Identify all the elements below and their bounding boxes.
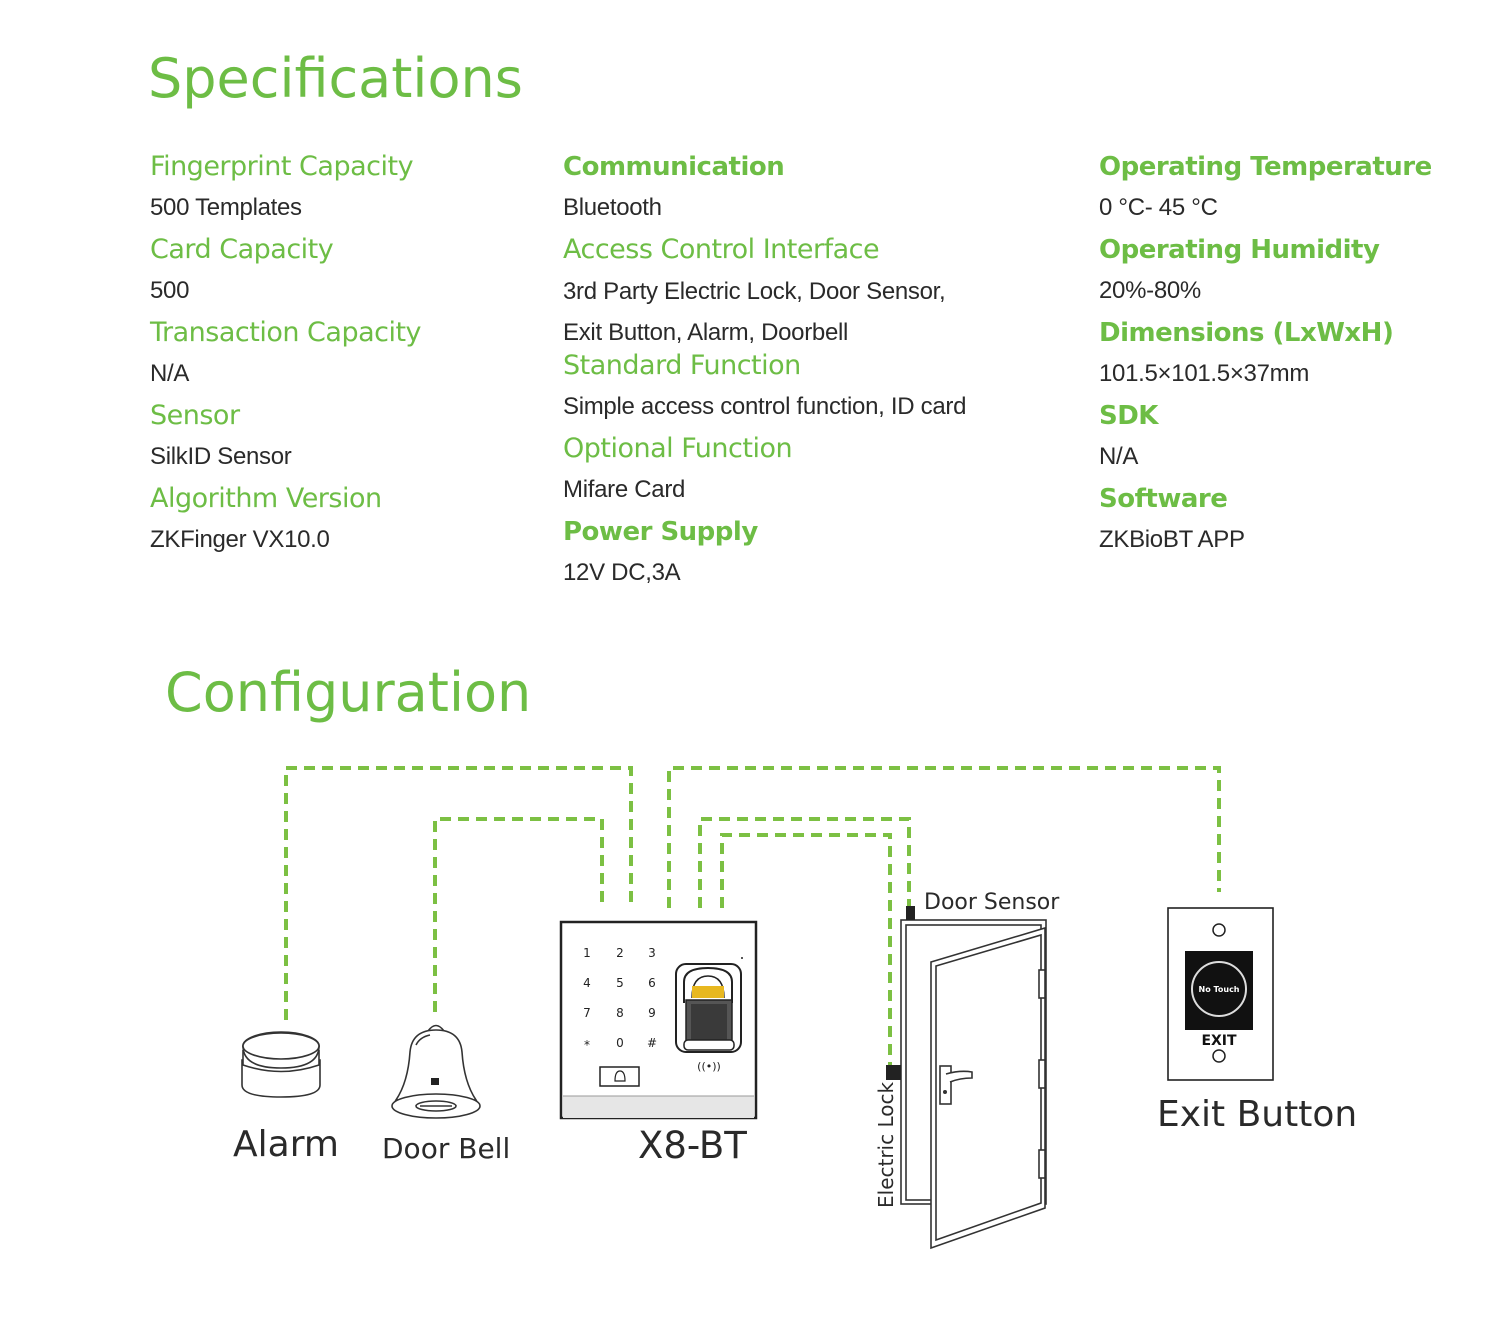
spec-label: Optional Function (563, 433, 793, 464)
spec-value: Mifare Card (563, 476, 686, 503)
nfc-icon: ((•)) (697, 1060, 721, 1073)
spec-label: Standard Function (563, 350, 801, 381)
spec-label: Operating Humidity (1099, 235, 1380, 265)
wiring (284, 766, 1221, 1066)
key: 9 (648, 1006, 656, 1020)
door-sensor-label: Door Sensor (924, 890, 1060, 915)
spec-label: Fingerprint Capacity (150, 151, 414, 182)
alarm-label: Alarm (233, 1124, 339, 1165)
spec-value: 0 °C- 45 °C (1099, 194, 1218, 221)
device-label: X8-BT (638, 1124, 747, 1167)
spec-value: 500 Templates (150, 194, 302, 221)
key: 1 (583, 946, 591, 960)
electric-lock-device (886, 1065, 901, 1080)
exit-button-label: Exit Button (1157, 1094, 1358, 1135)
spec-label: Transaction Capacity (150, 317, 422, 348)
spec-column-1: Fingerprint Capacity 500 Templates Card … (150, 150, 422, 565)
spec-value: N/A (1099, 443, 1139, 470)
spec-value: 12V DC,3A (563, 559, 681, 586)
spec-value: ZKFinger VX10.0 (150, 526, 330, 553)
electric-lock-label: Electric Lock (874, 1082, 898, 1208)
spec-value: 101.5×101.5×37mm (1099, 360, 1310, 387)
doorbell-wire (433, 817, 604, 1012)
key: 6 (648, 976, 656, 990)
door-sensor-device (906, 906, 915, 920)
spec-value: Bluetooth (563, 194, 662, 221)
key: 4 (583, 976, 591, 990)
key: 0 (616, 1036, 624, 1050)
alarm-icon (241, 1031, 321, 1098)
key: # (647, 1036, 657, 1050)
specifications-title: Specifications (148, 47, 523, 110)
spec-value: 20%-80% (1099, 277, 1201, 304)
x8-bt-device: 1 2 3 4 5 6 7 8 9 * 0 # ((•)) (559, 920, 758, 1120)
door-icon (900, 919, 1047, 1250)
exit-button-icon: No Touch EXIT (1167, 907, 1274, 1081)
door-bell-label: Door Bell (382, 1132, 511, 1165)
spec-value: SilkID Sensor (150, 443, 292, 470)
spec-column-2: Communication Bluetooth Access Control I… (563, 150, 983, 598)
spec-label: Card Capacity (150, 234, 334, 265)
door-bell-icon (391, 1024, 481, 1119)
spec-value: N/A (150, 360, 190, 387)
key: 3 (648, 946, 656, 960)
spec-label: Dimensions (LxWxH) (1099, 318, 1394, 348)
spec-value: ZKBioBT APP (1099, 526, 1245, 553)
spec-value: 3rd Party Electric Lock, Door Sensor, Ex… (563, 278, 946, 346)
key: 7 (583, 1006, 591, 1020)
key: 2 (616, 946, 624, 960)
spec-label: Operating Temperature (1099, 152, 1432, 182)
no-touch-label: No Touch (1199, 985, 1240, 994)
spec-label: Power Supply (563, 517, 758, 547)
spec-label: SDK (1099, 401, 1158, 431)
key: 5 (616, 976, 624, 990)
door-sensor-wire (698, 817, 911, 908)
bell-icon (614, 1070, 626, 1082)
configuration-title: Configuration (165, 661, 532, 724)
keypad: 1 2 3 4 5 6 7 8 9 * 0 # (583, 946, 657, 1052)
electric-lock-wire (720, 833, 892, 1066)
spec-label: Communication (563, 152, 785, 182)
key: * (584, 1038, 590, 1052)
spec-column-3: Operating Temperature 0 °C- 45 °C Operat… (1099, 150, 1432, 565)
fingerprint-sensor-icon (675, 963, 742, 1053)
spec-value: 500 (150, 277, 190, 304)
spec-label: Algorithm Version (150, 483, 382, 514)
spec-value: Simple access control function, ID card (563, 393, 967, 420)
exit-button-wire (667, 766, 1221, 908)
spec-label: Software (1099, 484, 1228, 514)
doorbell-key (599, 1066, 640, 1087)
alarm-wire (284, 766, 633, 1020)
key: 8 (616, 1006, 624, 1020)
spec-label: Access Control Interface (563, 234, 880, 265)
spec-label: Sensor (150, 400, 240, 431)
exit-label: EXIT (1201, 1033, 1237, 1049)
